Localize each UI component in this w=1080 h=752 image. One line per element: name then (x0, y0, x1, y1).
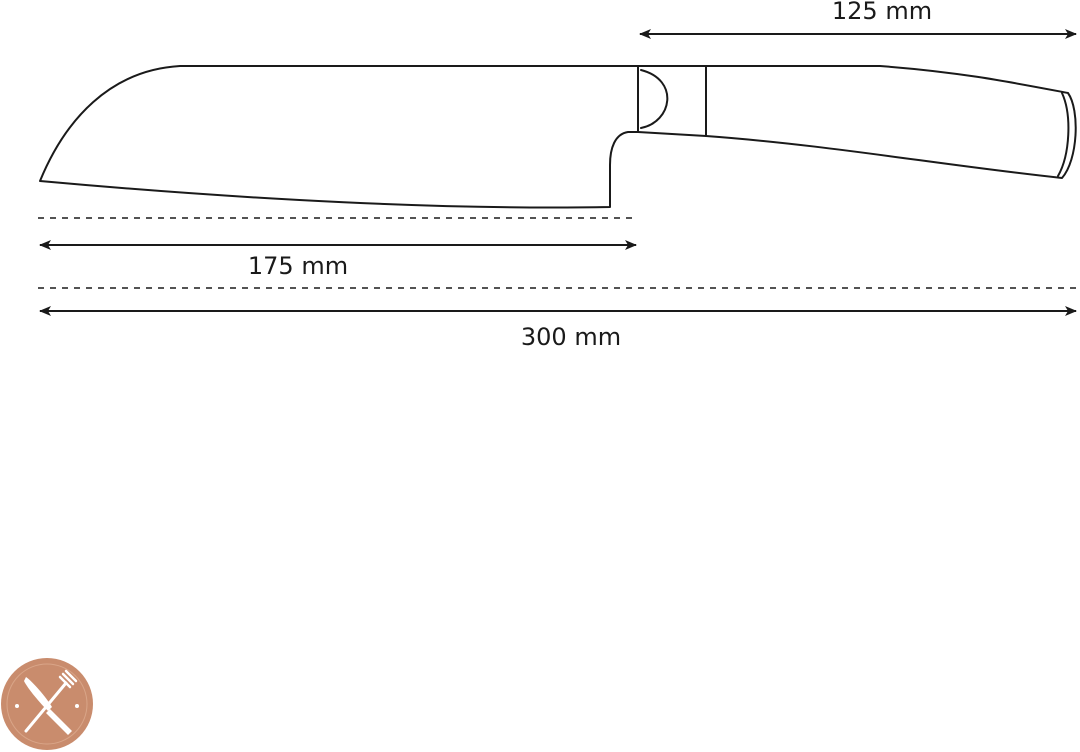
handle-dimension: 125 mm (639, 0, 1077, 39)
bolster-curve (640, 69, 669, 129)
handle-length-label: 125 mm (832, 0, 932, 25)
blade-dimension: 175 mm (38, 217, 638, 280)
blade-length-label: 175 mm (248, 252, 348, 280)
knife-bolster (637, 65, 707, 137)
knife-icon (24, 677, 72, 735)
knife-blade (39, 65, 639, 209)
fork-icon (24, 669, 78, 733)
total-dimension: 300 mm (38, 287, 1078, 351)
star-icon (15, 704, 79, 708)
knife-handle (705, 65, 1077, 179)
logo-badge (1, 658, 93, 750)
handle-end-cap (1057, 92, 1070, 177)
knife-outline (39, 65, 1077, 209)
total-length-label: 300 mm (521, 323, 621, 351)
